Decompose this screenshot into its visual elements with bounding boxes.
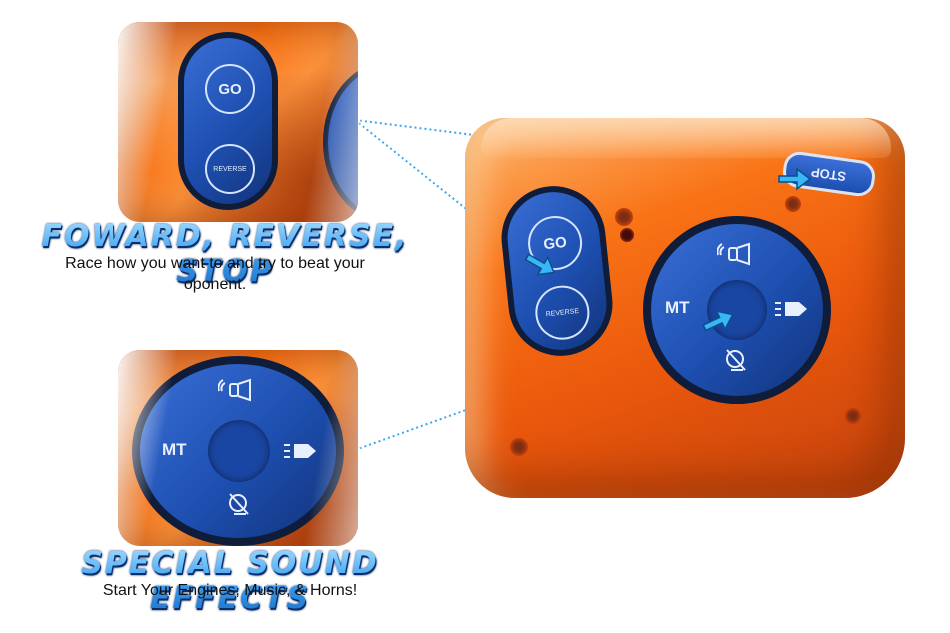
screw (615, 208, 633, 226)
horn-icon[interactable] (717, 242, 753, 268)
mt-label: MT (665, 298, 690, 317)
reverse-label: REVERSE (545, 307, 580, 318)
stop-label: STOP (810, 164, 848, 184)
go-label: GO (542, 233, 568, 253)
screw (510, 438, 528, 456)
screw (620, 228, 634, 242)
screw (785, 196, 801, 212)
inset-photo-controls: GO REVERSE (118, 22, 358, 222)
remote-controller: STOP GO REVERSE MT (465, 108, 910, 500)
engine-icon[interactable] (721, 346, 751, 376)
subtext-sound: Start Your Engines, Music, & Horns! (102, 582, 358, 599)
headline-special-sound-effects: SPECIAL SOUND EFFECTS (5, 546, 455, 616)
headline-forward-reverse-stop: FOWARD, REVERSE, STOP (0, 219, 450, 289)
pointer-arrow-stop (778, 167, 812, 191)
remote-top-face (481, 118, 891, 158)
subtext-forward: Race how you want to and try to beat you… (65, 255, 365, 293)
pointer-arrow-go (524, 253, 556, 276)
pointer-arrow-sound (702, 310, 734, 332)
center-button[interactable] (707, 280, 767, 340)
screw (845, 408, 861, 424)
arrow-icon[interactable] (773, 298, 809, 320)
inset-photo-sound: MT (118, 350, 358, 546)
mt-sound-disc: MT (643, 216, 831, 404)
